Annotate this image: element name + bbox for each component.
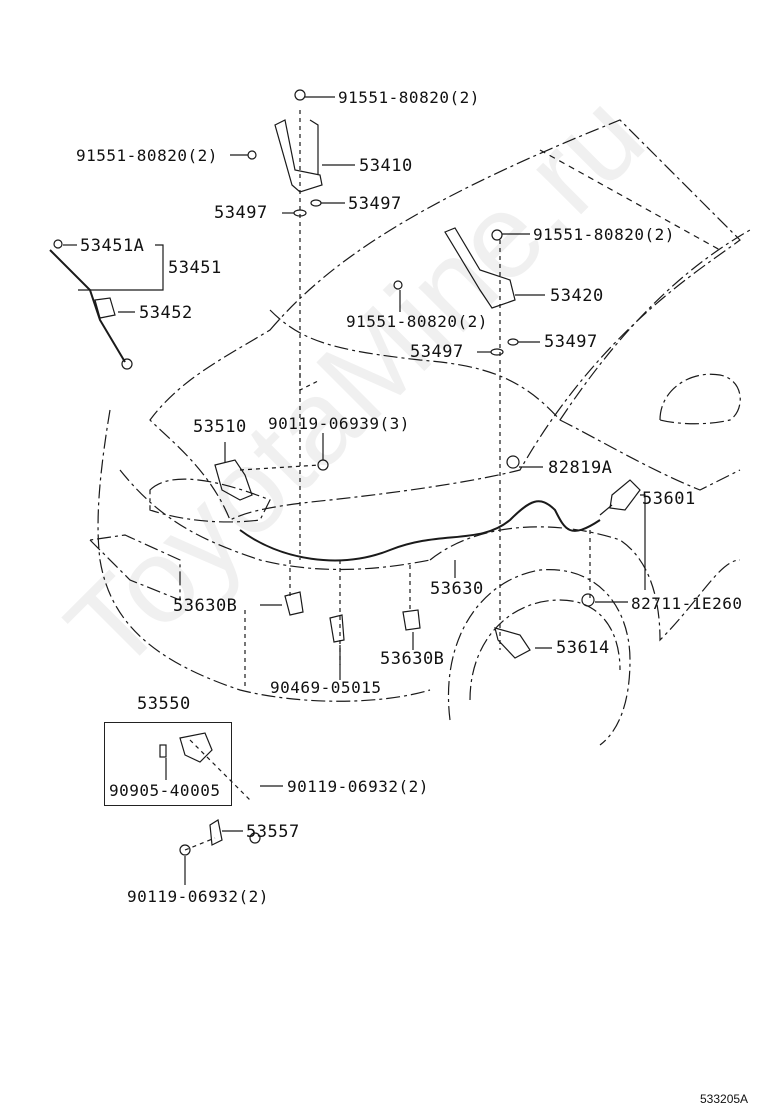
label-bolt-hinge-rh-bottom: 91551-80820(2) (346, 312, 488, 331)
label-bolt-hinge-top: 91551-80820(2) (338, 88, 480, 107)
windshield-line (559, 229, 751, 421)
clamp-center (402, 609, 421, 631)
hinge-lh (274, 119, 323, 193)
clamp-left (284, 591, 304, 616)
label-cable-guide: 53614 (556, 638, 610, 658)
label-bolt-hook: 90119-06932(2) (287, 777, 429, 796)
hook-assy-box (104, 722, 232, 806)
release-cable (239, 500, 601, 562)
label-hook-assy: 53550 (137, 694, 191, 714)
cable-guide (494, 627, 531, 659)
label-bolt-hinge-left: 91551-80820(2) (76, 146, 218, 165)
a-pillar (559, 419, 741, 491)
grille-line (119, 469, 431, 571)
label-washer-b1: 53497 (410, 342, 464, 362)
label-clip-lever: 82711-1E260 (631, 594, 743, 613)
label-rod-clip: 53452 (139, 303, 193, 323)
label-hook-pin: 90905-40005 (109, 781, 221, 800)
hinge-rh (444, 227, 516, 309)
hood-outline (149, 119, 741, 521)
release-lever (609, 479, 641, 511)
wheel-arch (447, 569, 631, 746)
label-bolt-bracket: 90119-06932(2) (127, 887, 269, 906)
label-cable: 53630 (430, 579, 484, 599)
label-lock-assy: 53510 (193, 417, 247, 437)
label-washer-b2: 53497 (544, 332, 598, 352)
bumper-lower (88, 534, 181, 601)
label-support-rod-end: 53451A (80, 236, 145, 256)
label-clamp-left: 53630B (173, 596, 238, 616)
support-rod (49, 249, 126, 363)
label-release-lever: 53601 (642, 489, 696, 509)
lock-assy (214, 459, 253, 501)
label-bolt-lock: 90119-06939(3) (268, 414, 410, 433)
clip-lower (329, 614, 345, 643)
label-hinge-rh: 53420 (550, 286, 604, 306)
bumper-outline (97, 409, 431, 702)
diagram-id: 533205A (700, 1092, 749, 1106)
label-hinge-lh: 53410 (359, 156, 413, 176)
label-hook-bracket: 53557 (246, 822, 300, 842)
label-grommet: 82819A (548, 458, 613, 478)
headlamp-outline (149, 478, 271, 523)
label-clamp-center: 53630B (380, 649, 445, 669)
hook-assy (179, 732, 213, 763)
mirror (659, 373, 741, 425)
label-support-rod: 53451 (168, 258, 222, 278)
hook-bracket (209, 819, 223, 846)
hood-front-edge (269, 309, 561, 421)
label-washer-a2: 53497 (348, 194, 402, 214)
label-clip-lower: 90469-05015 (270, 678, 382, 697)
label-washer-a1: 53497 (214, 203, 268, 223)
label-bolt-hinge-rh-top: 91551-80820(2) (533, 225, 675, 244)
wheel-inner (469, 599, 621, 701)
hood-inner-line (539, 149, 721, 251)
